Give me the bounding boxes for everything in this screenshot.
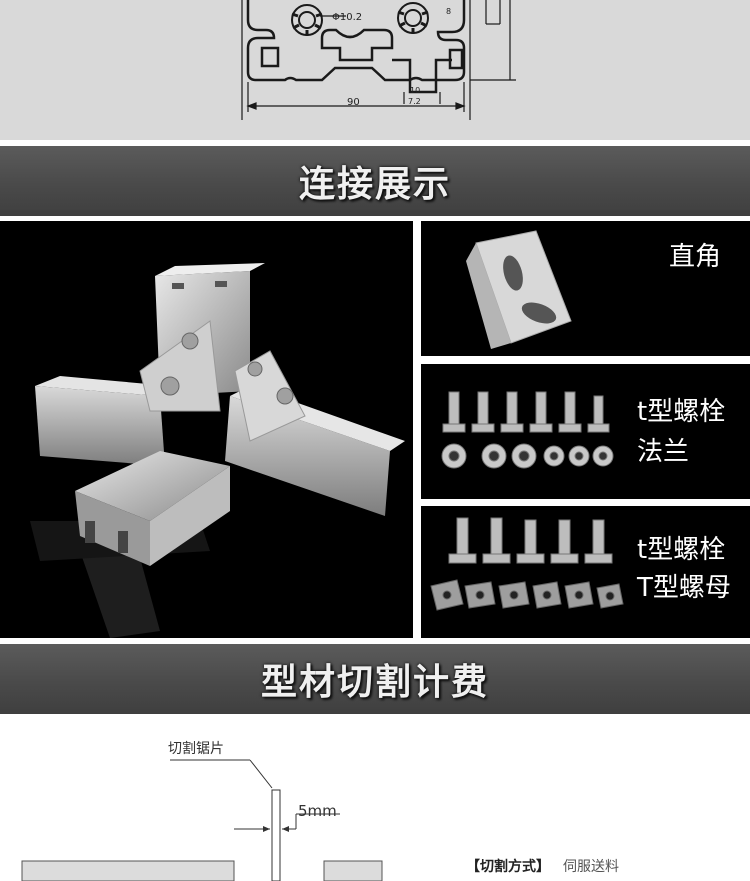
connection-banner: 连接展示 <box>0 146 750 216</box>
cutting-method-value: 伺服送料 <box>563 859 619 875</box>
tbolt-flange-label-1: t型螺栓 <box>637 397 726 427</box>
corner-bracket-card: 直角 <box>421 221 750 356</box>
connector-assembly-photo <box>0 221 413 638</box>
connection-title: 连接展示 <box>298 164 451 205</box>
aluminum-joint-image <box>30 263 405 638</box>
dim-side-text: 8 <box>446 7 451 16</box>
cutting-title: 型材切割计费 <box>260 662 489 703</box>
tbolt-flange-image <box>441 391 614 469</box>
divider <box>0 140 750 146</box>
kerf-label: 5mm <box>298 802 337 820</box>
cutting-method-label: 【切割方式】 <box>466 859 550 875</box>
dim-small-text: 7.2 <box>408 97 421 106</box>
dim-slot-text: 10 <box>410 86 420 95</box>
corner-label: 直角 <box>669 242 722 272</box>
tbolt-tnut-label-2: T型螺母 <box>637 573 731 603</box>
cutting-banner: 型材切割计费 <box>0 644 750 714</box>
tbolt-tnut-image <box>430 517 624 611</box>
tbolt-flange-label-2: 法兰 <box>637 437 690 467</box>
tbolt-tnut-card: t型螺栓 T型螺母 <box>421 506 750 638</box>
dim-hole-text: Φ10.2 <box>332 12 362 23</box>
profile-cross-section-drawing: Φ10.2 90 10 7.2 8 <box>241 0 516 120</box>
cutting-diagram: 切割锯片 5mm 【切割方式】 伺服送料 <box>0 714 750 881</box>
dim-width-text: 90 <box>347 97 360 108</box>
corner-bracket-image <box>466 230 572 349</box>
tbolt-tnut-label-1: t型螺栓 <box>637 535 726 565</box>
profile-drawing-panel: Φ10.2 90 10 7.2 8 <box>0 0 750 140</box>
saw-diagram-svg <box>21 759 383 881</box>
product-grid: 直角 t型螺栓 法兰 <box>0 216 750 643</box>
tbolt-flange-card: t型螺栓 法兰 <box>421 364 750 499</box>
saw-label: 切割锯片 <box>168 741 224 757</box>
